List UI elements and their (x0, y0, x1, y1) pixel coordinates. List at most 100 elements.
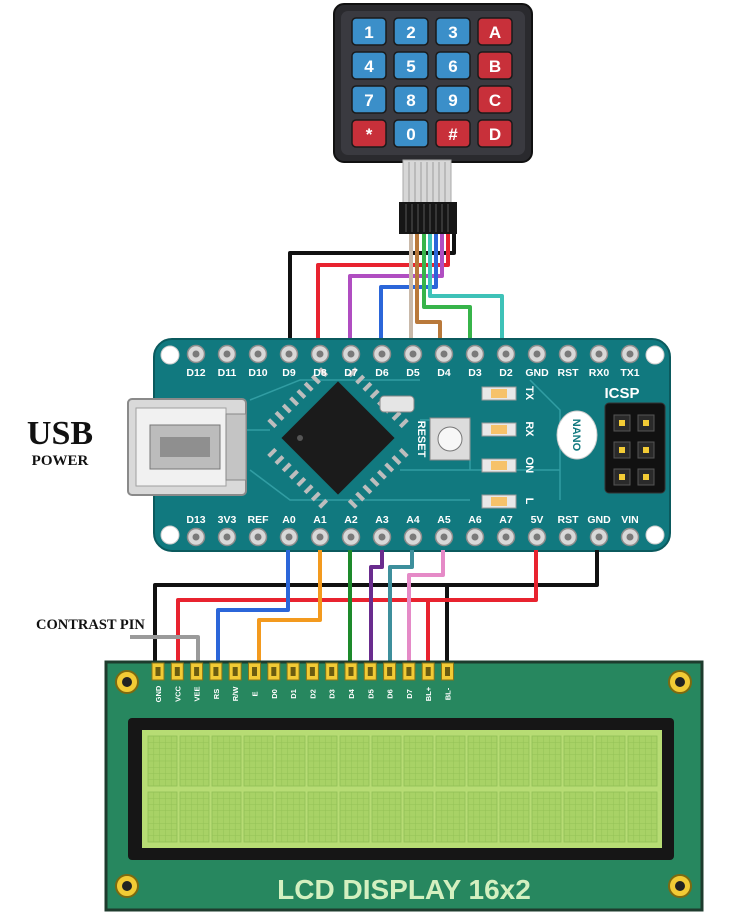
nano-pin-a0: A0 (279, 514, 299, 547)
nano-pin-d12: D12 (186, 344, 206, 379)
nano-pin-label: 5V (531, 514, 544, 526)
crystal (379, 395, 415, 413)
lcd-pin-d0: D0 (267, 662, 281, 699)
nano-pin-label: A7 (499, 514, 513, 526)
nano-pin-label: D5 (406, 367, 420, 379)
icsp-label: ICSP (604, 385, 639, 402)
nano-pin-label: D9 (282, 367, 296, 379)
usb-label: USB (27, 415, 93, 452)
nano-pin-d8: D8 (310, 344, 330, 379)
nano-pin-3v3: 3V3 (218, 514, 236, 547)
led-l: L (481, 494, 535, 509)
nano-pin-d6: D6 (372, 344, 392, 379)
keypad-key-A[interactable]: A (477, 17, 513, 46)
nano-pin-gnd: GND (525, 344, 549, 379)
keypad-key-label: 4 (364, 57, 374, 76)
lcd-pin-bl-minus: BL- (441, 662, 454, 700)
keypad-key-label: D (489, 125, 501, 144)
keypad-key-2[interactable]: 2 (393, 17, 429, 46)
nano-pin-label: A4 (406, 514, 420, 526)
nano-pin-label: RST (558, 367, 580, 379)
lcd-pin-label: GND (154, 685, 163, 702)
led-label: RX (523, 421, 535, 437)
keypad-key-label: 1 (364, 23, 373, 42)
nano-pin-label: TX1 (620, 367, 639, 379)
wire-a3-d5 (369, 550, 384, 668)
keypad-key-label: 9 (448, 91, 457, 110)
wire-d3 (422, 234, 472, 345)
led-on: ON (481, 457, 535, 474)
lcd-pin-label: D6 (386, 689, 395, 699)
lcd-pin-label: D2 (308, 689, 317, 699)
nano-pin-d5: D5 (403, 344, 423, 379)
nano-pin-rx0: RX0 (589, 344, 610, 379)
keypad-key-0[interactable]: 0 (393, 119, 429, 148)
keypad-key-#[interactable]: # (435, 119, 471, 148)
nano-pin-label: GND (525, 367, 549, 379)
keypad-key-4[interactable]: 4 (351, 51, 387, 80)
lcd-pin-vcc: VCC (170, 662, 184, 702)
nano-pin-label: D6 (375, 367, 389, 379)
keypad-key-D[interactable]: D (477, 119, 513, 148)
keypad-key-7[interactable]: 7 (351, 85, 387, 114)
keypad-key-label: * (366, 125, 373, 144)
nano-pin-label: D8 (313, 367, 327, 379)
keypad-key-5[interactable]: 5 (393, 51, 429, 80)
nano-pin-label: A5 (437, 514, 451, 526)
keypad-key-9[interactable]: 9 (435, 85, 471, 114)
lcd-pin-d7: D7 (402, 662, 416, 699)
keypad-face (341, 11, 525, 155)
nano-pin-5v: 5V (527, 514, 547, 547)
wire-d9 (288, 234, 456, 345)
lcd-pin-label: E (251, 691, 260, 696)
nano-pin-d10: D10 (248, 344, 268, 379)
lcd-pin-d1: D1 (286, 662, 300, 699)
nano-pin-label: D3 (468, 367, 482, 379)
wire-d8 (316, 234, 450, 345)
nano-pin-label: D11 (218, 367, 237, 379)
keypad-key-*[interactable]: * (351, 119, 387, 148)
wire-a1-e (257, 550, 322, 668)
nano-pin-label: REF (248, 514, 270, 526)
keypad-key-3[interactable]: 3 (435, 17, 471, 46)
lcd-pin-label: VCC (173, 686, 182, 702)
keypad-key-6[interactable]: 6 (435, 51, 471, 80)
microcontroller-chip (267, 367, 409, 509)
keypad-key-B[interactable]: B (477, 51, 513, 80)
lcd-pin-label: BL- (444, 687, 453, 700)
wire-contrast (130, 635, 200, 668)
keypad-key-8[interactable]: 8 (393, 85, 429, 114)
nano-pin-label: D7 (344, 367, 358, 379)
nano-pin-label: A2 (344, 514, 358, 526)
nano-pin-a7: A7 (496, 514, 516, 547)
keypad-key-1[interactable]: 1 (351, 17, 387, 46)
lcd-character-cells (147, 735, 658, 843)
nano-pin-label: RX0 (589, 367, 610, 379)
nano-pin-a2: A2 (341, 514, 361, 547)
keypad-key-C[interactable]: C (477, 85, 513, 114)
wire-a5-d7 (407, 550, 445, 668)
nano-pin-a6: A6 (465, 514, 485, 547)
lcd-pin-label: D1 (289, 689, 298, 699)
keypad-key-label: 3 (448, 23, 457, 42)
nano-pin-d11: D11 (218, 344, 237, 379)
lcd-pin-d4: D4 (344, 662, 358, 699)
reset-button[interactable] (429, 417, 471, 461)
nano-pin-a5: A5 (434, 514, 454, 547)
usb-connector (127, 398, 247, 496)
lcd-pin-rw: R/W (228, 662, 242, 701)
keypad-key-label: B (489, 57, 501, 76)
lcd-pin-e: E (248, 662, 261, 697)
nano-pin-label: D4 (437, 367, 451, 379)
wire-5v (176, 550, 538, 668)
contrast-pin-label: CONTRAST PIN (36, 617, 145, 633)
lcd-pin-bl-minusplus: BL+ (421, 662, 435, 701)
led-label: ON (523, 457, 535, 474)
nano-pin-a1: A1 (310, 514, 330, 547)
wire-d4 (415, 234, 442, 345)
